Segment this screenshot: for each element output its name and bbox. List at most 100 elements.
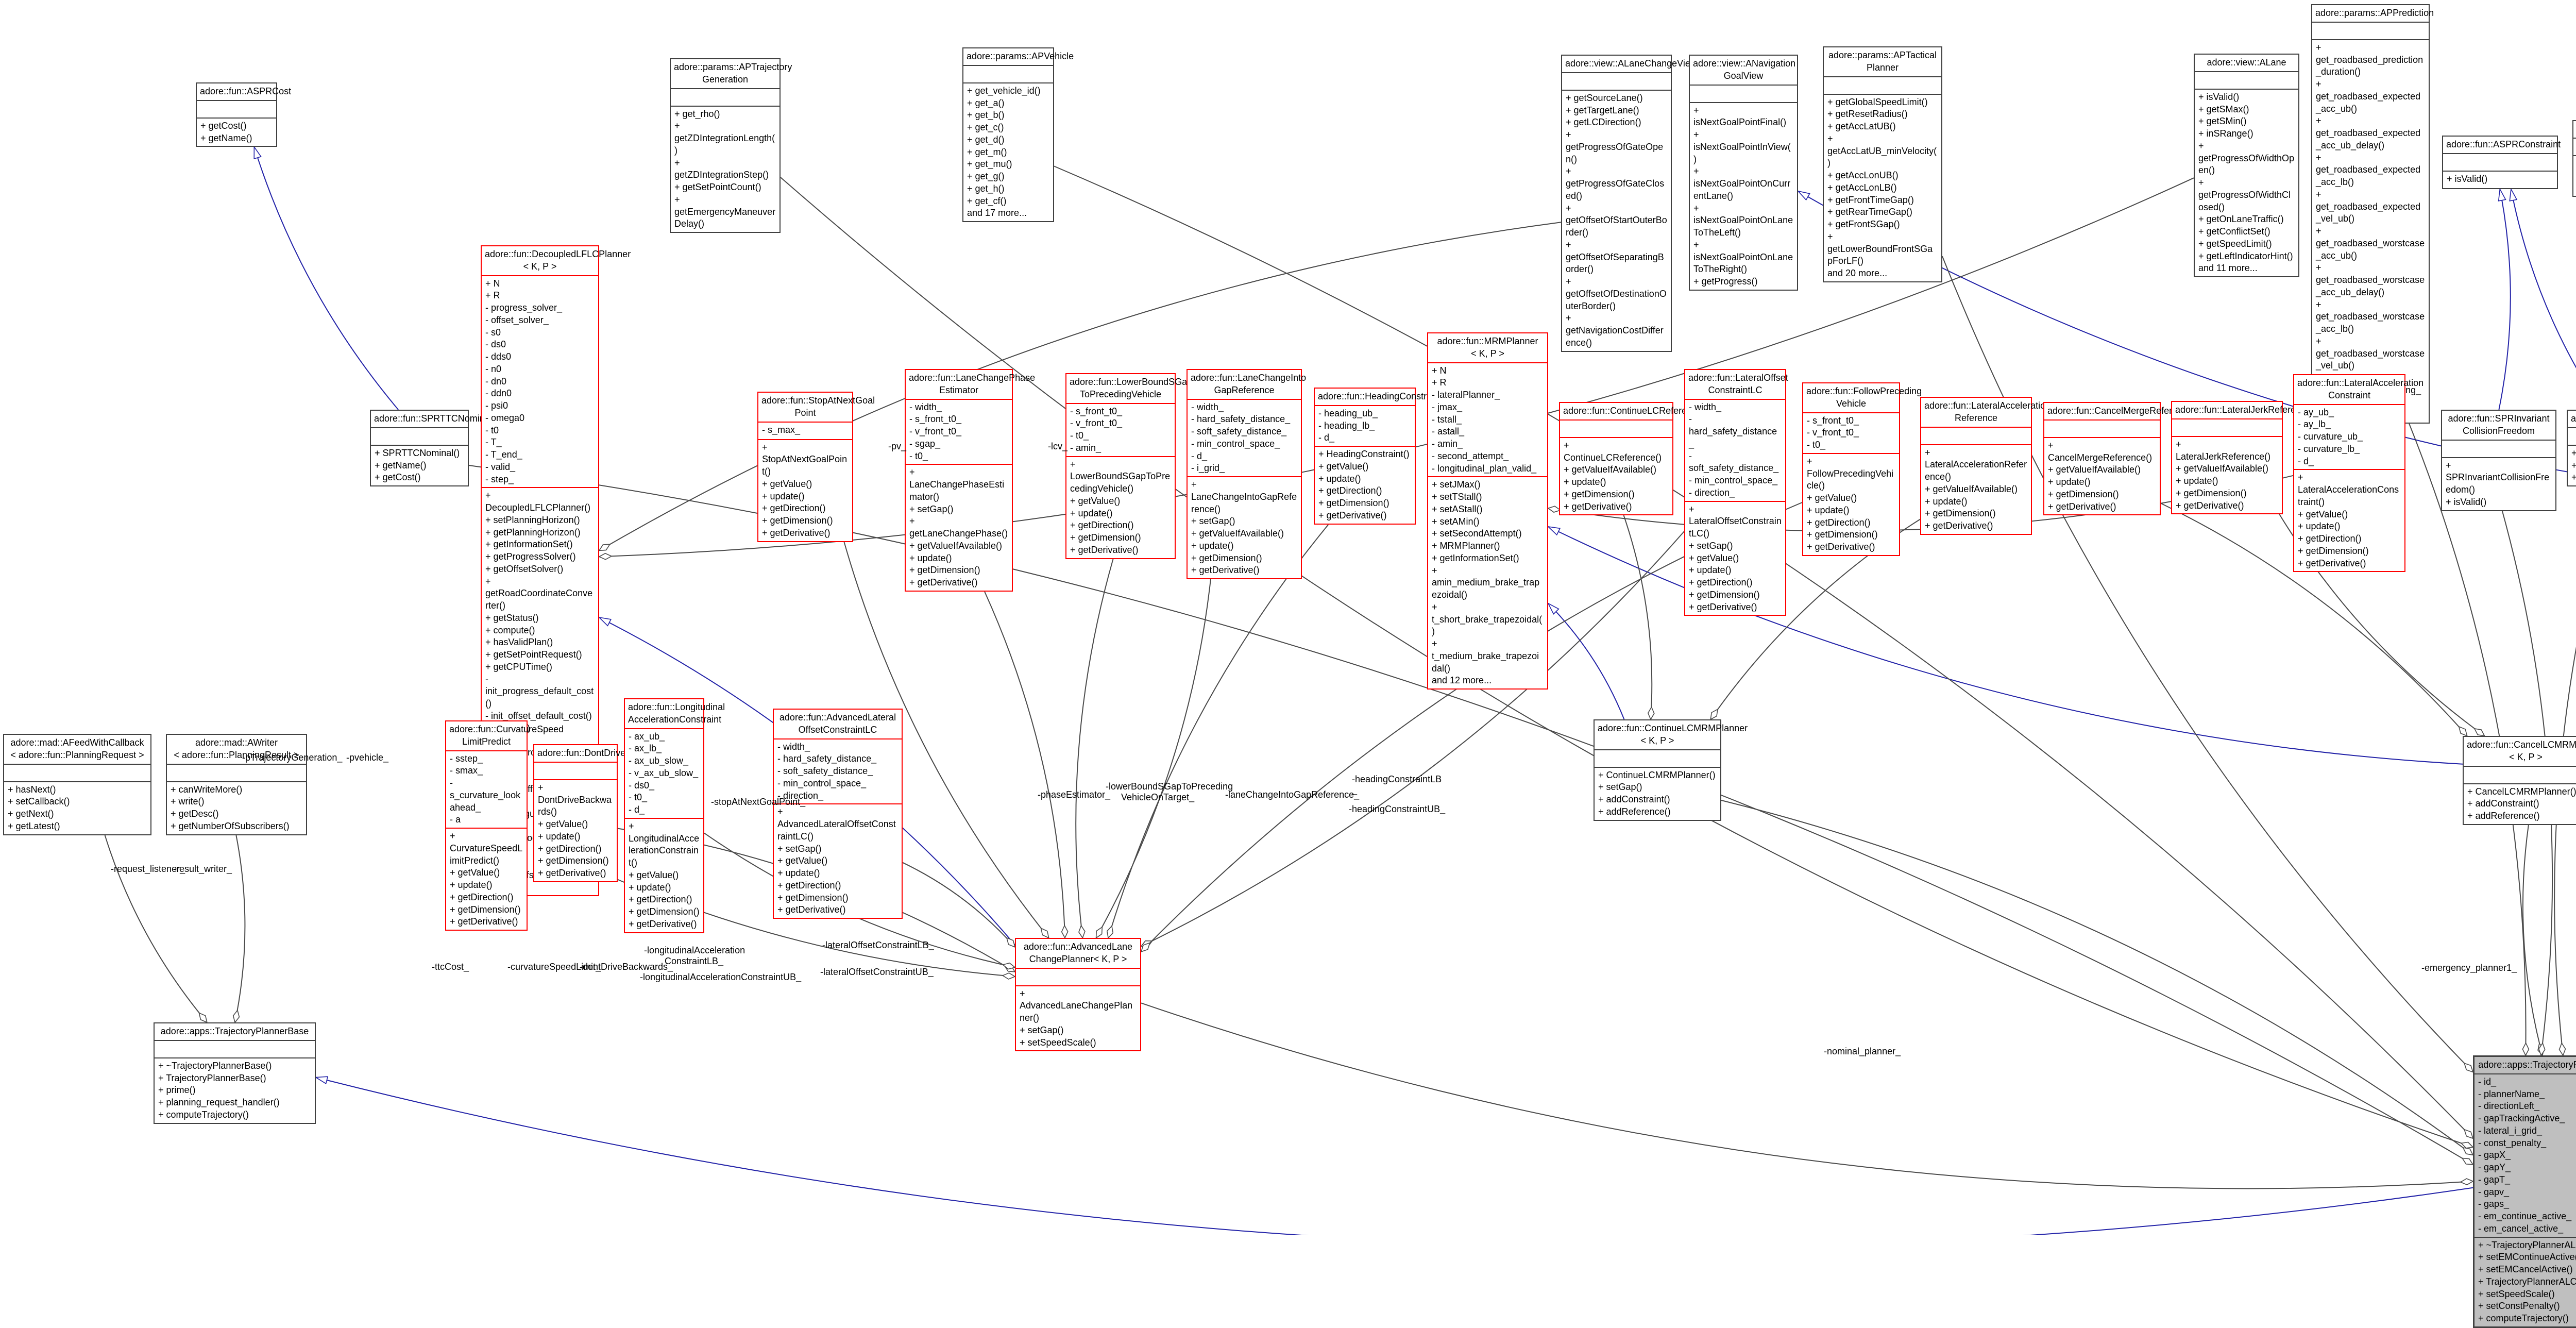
attributes-compartment <box>963 64 1053 82</box>
class-title: adore::fun::Longitudinal AccelerationCon… <box>628 702 725 725</box>
class-adore-fun-asprcost[interactable]: adore::fun::ASPRCost+ getCost()+ getName… <box>196 82 291 147</box>
method-line: + getOffsetOfSeparatingBorder() <box>1566 239 1664 275</box>
class-adore-apps-trajectoryplanneralc[interactable]: adore::apps::TrajectoryPlannerALC- id_- … <box>2473 1055 2576 1328</box>
method-line: + getValue() <box>629 869 679 880</box>
class-adore-fun-continuelcreference[interactable]: adore::fun::ContinueLCReference+ Continu… <box>1559 402 1702 516</box>
edge-label: -lateralOffsetConstraintUB_ <box>820 967 934 977</box>
class-title: adore::fun::LateralOffset ConstraintLC <box>1688 373 1788 395</box>
class-title: adore::fun::LateralAcceleration Referenc… <box>1924 400 2051 423</box>
aggregation-edge <box>902 862 1016 948</box>
attributes-compartment <box>2312 21 2429 39</box>
class-adore-apps-trajectoryplannerbase[interactable]: adore::apps::TrajectoryPlannerBase+ ~Tra… <box>154 1022 316 1124</box>
class-adore-view-anavigation[interactable]: adore::view::ANavigation GoalView+ isNex… <box>1689 55 1798 291</box>
class-adore-fun-lateraloffset[interactable]: adore::fun::LateralOffset ConstraintLC- … <box>1684 369 1788 616</box>
class-adore-fun-asprconstraint[interactable]: adore::fun::ASPRConstraint+ isValid() <box>2442 136 2561 189</box>
class-adore-params-aptrajectory[interactable]: adore::params::APTrajectory Generation+ … <box>670 58 792 233</box>
class-adore-params-apvehicle[interactable]: adore::params::APVehicle+ get_vehicle_id… <box>962 47 1074 222</box>
aggregation-edge <box>2160 502 2468 737</box>
class-title: adore::fun::CurvatureSpeed LimitPredict <box>449 724 564 747</box>
method-line: + getResetRadius() <box>1827 109 1908 120</box>
class-adore-fun-sprinvariant[interactable]: adore::fun::SPRInvariant CollisionFreedo… <box>2441 410 2556 511</box>
class-adore-view-alanechangeview[interactable]: adore::view::ALaneChangeView+ getSourceL… <box>1561 55 1697 352</box>
method-line: + CurvatureSpeedLimitPredict() <box>450 831 523 866</box>
method-line: + setGap() <box>777 843 822 854</box>
class-adore-mad-awriter[interactable]: adore::mad::AWriter < adore::fun::Planni… <box>166 734 307 835</box>
methods-compartment: + hasNext()+ setCallback()+ getNext()+ g… <box>4 781 150 834</box>
method-line: + update() <box>777 868 820 878</box>
methods-compartment: + LaneChangeIntoGapReference()+ setGap()… <box>1188 476 1301 578</box>
method-line: + get_c() <box>967 122 1004 132</box>
edge-label: -phaseEstimator_ <box>1038 789 1111 800</box>
class-adore-fun-curvaturespeed[interactable]: adore::fun::CurvatureSpeed LimitPredict-… <box>445 720 564 931</box>
method-line: + getCPUTime() <box>485 661 552 672</box>
method-line: + CancelMergeReference() <box>2048 440 2153 463</box>
attribute-line: - em_continue_active_ <box>2478 1211 2572 1221</box>
class-adore-fun-advancedlane[interactable]: adore::fun::AdvancedLane ChangePlanner< … <box>1015 938 1141 1052</box>
methods-compartment: + LateralJerkReference()+ getValueIfAvai… <box>2172 435 2282 514</box>
methods-compartment: + LateralAccelerationReference()+ getVal… <box>1921 444 2031 534</box>
attribute-line: - t0_ <box>1070 430 1089 441</box>
class-adore-fun-lateralacceleration[interactable]: adore::fun::LateralAcceleration Constrai… <box>2293 374 2424 573</box>
class-adore-fun-mrmplanner[interactable]: adore::fun::MRMPlanner < K, P >+ N+ R- l… <box>1427 332 1548 690</box>
method-line: + SPRInvariantCollisionFreedom() <box>2446 460 2550 495</box>
method-line: and 20 more... <box>1827 268 1888 278</box>
class-adore-fun-headingconstraint[interactable]: adore::fun::HeadingConstraint- heading_u… <box>1314 388 1442 525</box>
method-line: + getValue() <box>1807 493 1857 503</box>
edge-label: -ttcCost_ <box>432 962 469 972</box>
method-line: + getDirection() <box>762 503 826 514</box>
class-adore-fun-lateralacceleration[interactable]: adore::fun::LateralAcceleration Referenc… <box>1920 397 2051 535</box>
method-line: + amin_medium_brake_trapezoidal() <box>1432 565 1540 600</box>
attribute-line: - width_ <box>1191 401 1224 412</box>
class-adore-fun-dontdrivebackwards[interactable]: adore::fun::DontDriveBackwards+ DontDriv… <box>533 744 671 882</box>
class-title: adore::fun::DecoupledLFLCPlanner < K, P … <box>485 249 631 272</box>
class-adore-fun-lowerboundsgap[interactable]: adore::fun::LowerBoundSGap ToPrecedingVe… <box>1065 373 1192 559</box>
method-line: + DecoupledLFLCPlanner() <box>485 490 591 513</box>
edge-label: -longitudinalAccelerationConstraintUB_ <box>640 972 802 982</box>
class-adore-params-aptactical[interactable]: adore::params::APTactical Planner+ getGl… <box>1823 46 1942 282</box>
class-adore-view-alane[interactable]: adore::view::ALane+ isValid()+ getSMax()… <box>2194 54 2299 277</box>
method-line: + getValue() <box>777 855 828 866</box>
attributes-compartment: - width_- hard_safety_distance_- soft_sa… <box>1685 398 1785 501</box>
method-line: + getTargetLane() <box>1566 105 1639 115</box>
edge-label: -pTrajectoryGeneration_ <box>242 752 343 763</box>
method-line: + getValueIfAvailable() <box>1564 464 1656 475</box>
attribute-line: - amin_ <box>1070 442 1101 453</box>
class-adore-fun-stopatnextgoal[interactable]: adore::fun::StopAtNextGoal Point- s_max_… <box>757 392 875 542</box>
attribute-line: - width_ <box>909 401 942 412</box>
method-line: + setGap() <box>1689 540 1733 551</box>
method-line: + getStatus() <box>485 612 539 623</box>
aggregation-edge <box>232 835 246 1023</box>
class-adore-fun-advancedlateral[interactable]: adore::fun::AdvancedLateral OffsetConstr… <box>773 709 903 919</box>
attributes-compartment: - heading_ub_- heading_lb_- d_ <box>1315 405 1415 446</box>
class-adore-fun-cancellcmrmplanner[interactable]: adore::fun::CancelLCMRMPlanner < K, P >+… <box>2463 736 2576 825</box>
methods-compartment: + AdvancedLateralOffsetConstraintLC()+ s… <box>774 803 902 918</box>
attribute-line: - gapTrackingActive_ <box>2478 1113 2565 1123</box>
class-adore-fun-lateraljerkreference[interactable]: adore::fun::LateralJerkReference+ Latera… <box>2171 401 2311 515</box>
class-adore-fun-sprttcnominal[interactable]: adore::fun::SPRTTCNominal+ SPRTTCNominal… <box>370 410 492 486</box>
method-line: + canWriteMore() <box>171 784 243 795</box>
attribute-line: - curvature_lb_ <box>2298 443 2360 454</box>
method-line: + ~TrajectoryPlannerBase() <box>158 1060 272 1071</box>
edge-label: -lcv_ <box>1048 441 1068 451</box>
attribute-line: - omega0 <box>485 412 525 423</box>
method-line: + getDerivative() <box>450 916 518 927</box>
attribute-line: - astall_ <box>1432 426 1465 437</box>
class-adore-params-apprediction[interactable]: adore::params::APPrediction+ get_roadbas… <box>2311 4 2434 424</box>
diagram-canvas: adore::fun::ASPRCost+ getCost()+ getName… <box>3 4 2576 1328</box>
class-adore-fun-lanechangeinto[interactable]: adore::fun::LaneChangeInto GapReference-… <box>1187 369 1306 579</box>
method-line: + getValue() <box>538 819 588 829</box>
method-line: + get_roadbased_expected_acc_lb() <box>2316 152 2421 188</box>
class-adore-fun-longitudinal[interactable]: adore::fun::Longitudinal AccelerationCon… <box>624 698 725 933</box>
class-adore-mad-afeedwithcallback[interactable]: adore::mad::AFeedWithCallback < adore::f… <box>3 734 151 835</box>
inheritance-edge <box>253 145 399 410</box>
attributes-compartment <box>4 763 150 781</box>
class-adore-fun-followpreceding[interactable]: adore::fun::FollowPreceding Vehicle- s_f… <box>1802 382 1922 556</box>
class-adore-fun-cancelmergereference[interactable]: adore::fun::CancelMergeReference+ Cancel… <box>2043 402 2192 516</box>
attribute-line: - gapv_ <box>2478 1186 2510 1197</box>
class-adore-fun-lanechangephase[interactable]: adore::fun::LaneChangePhase Estimator- w… <box>905 369 1035 592</box>
class-adore-fun-continuelcmrmplanner[interactable]: adore::fun::ContinueLCMRMPlanner < K, P … <box>1594 719 1748 821</box>
class-adore-fun-sprnoncoercive[interactable]: adore::fun::SPRNonCoercive+ SPRNonCoerci… <box>2567 410 2576 486</box>
method-line: + isNextGoalPointOnLaneToTheLeft() <box>1693 203 1793 238</box>
class-adore-view-atrafficpredictionview[interactable]: adore::view::ATrafficPredictionView+ ove… <box>2572 120 2576 197</box>
methods-compartment: + get_roadbased_prediction_duration()+ g… <box>2312 39 2429 423</box>
